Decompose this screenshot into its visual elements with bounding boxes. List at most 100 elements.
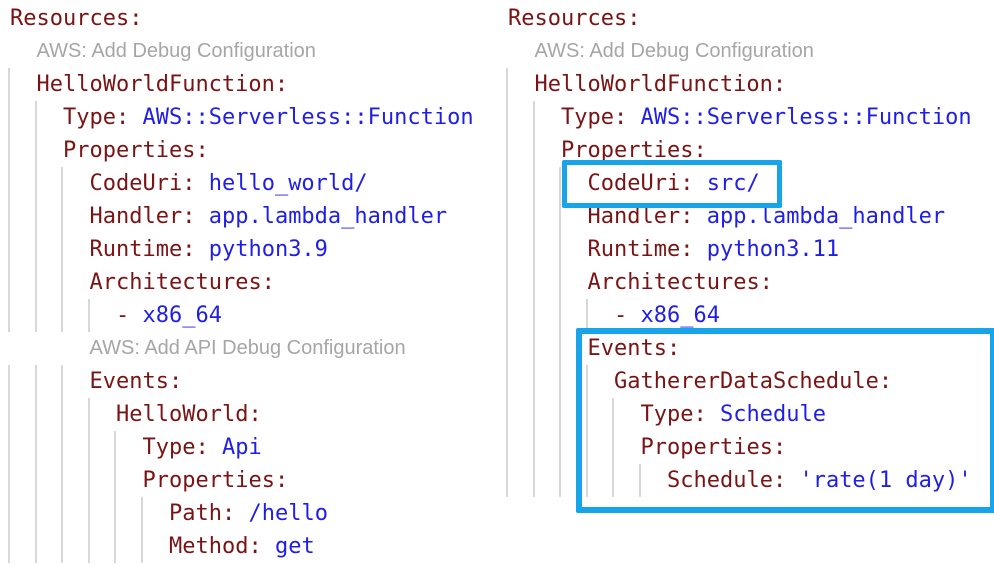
code-line[interactable]: HelloWorld: xyxy=(0,398,498,431)
code-line[interactable]: HelloWorldFunction: xyxy=(0,68,498,101)
indent-guide xyxy=(585,464,588,497)
code-line[interactable]: Type: AWS::Serverless::Function xyxy=(498,101,994,134)
code-line[interactable]: Properties: xyxy=(0,134,498,167)
code-line[interactable]: Architectures: xyxy=(498,266,994,299)
indent-guide xyxy=(34,464,37,497)
codelens-label: AWS: Add Debug Configuration xyxy=(534,40,814,62)
yaml-value: get xyxy=(274,534,315,559)
code-line[interactable]: Schedule: 'rate(1 day)' xyxy=(498,464,994,497)
code-line[interactable]: Handler: app.lambda_handler xyxy=(498,200,994,233)
indent-guide xyxy=(61,464,63,497)
indent-guide xyxy=(114,497,116,530)
yaml-value: AWS::Serverless::Function xyxy=(142,105,474,130)
code-line[interactable]: Resources: xyxy=(0,2,498,35)
indent-guide xyxy=(8,233,10,266)
yaml-key: Handler: xyxy=(89,204,209,229)
indent-guide xyxy=(506,266,508,299)
code-line[interactable]: Method: get xyxy=(0,530,498,563)
code-line[interactable]: Properties: xyxy=(498,134,994,167)
yaml-key: HelloWorldFunction: xyxy=(534,72,787,97)
code-line[interactable]: CodeUri: hello_world/ xyxy=(0,167,498,200)
indent-guide xyxy=(61,431,63,464)
indent-guide xyxy=(8,464,10,497)
indent-guide xyxy=(532,266,535,299)
indent-guide xyxy=(8,530,10,563)
indent-guide xyxy=(34,365,37,398)
indent-guide xyxy=(140,530,143,563)
indent-guide xyxy=(114,464,116,497)
code-line[interactable]: Resources: xyxy=(498,2,994,35)
indent-guide xyxy=(114,530,116,563)
yaml-value: x86_64 xyxy=(640,303,720,328)
indent-guide xyxy=(87,464,90,497)
indent-guide xyxy=(506,431,508,464)
code-line[interactable]: Type: Schedule xyxy=(498,398,994,431)
yaml-value: x86_64 xyxy=(142,303,222,328)
codelens-action[interactable]: AWS: Add Debug Configuration xyxy=(0,35,498,68)
code-line[interactable]: Path: /hello xyxy=(0,497,498,530)
indent-guide xyxy=(506,332,508,365)
indent-guide xyxy=(559,167,561,200)
indent-guide xyxy=(532,299,535,332)
code-line[interactable]: Events: xyxy=(498,332,994,365)
indent-guide xyxy=(61,497,63,530)
indent-guide xyxy=(8,167,10,200)
indent-guide xyxy=(532,200,535,233)
indent-guide xyxy=(114,431,116,464)
code-line[interactable]: Properties: xyxy=(498,431,994,464)
indent-guide xyxy=(559,200,561,233)
yaml-key: Properties: xyxy=(63,138,209,163)
indent-guide xyxy=(506,299,508,332)
indent-guide xyxy=(8,266,10,299)
code-line[interactable]: Events: xyxy=(0,365,498,398)
yaml-key: Events: xyxy=(587,336,681,361)
yaml-key: Runtime: xyxy=(89,237,209,262)
indent-guide xyxy=(585,431,588,464)
indent-guide xyxy=(140,497,143,530)
codelens-action[interactable]: AWS: Add API Debug Configuration xyxy=(0,332,498,365)
codelens-label: AWS: Add API Debug Configuration xyxy=(89,337,406,359)
indent-guide xyxy=(506,398,508,431)
indent-guide xyxy=(532,233,535,266)
yaml-value: app.lambda_handler xyxy=(208,204,448,229)
yaml-key: Resources: xyxy=(508,6,641,31)
indent-guide xyxy=(87,398,90,431)
indent-guide xyxy=(87,497,90,530)
indent-guide xyxy=(506,200,508,233)
yaml-key: Type: xyxy=(63,105,143,130)
indent-guide xyxy=(559,365,561,398)
code-line[interactable]: Type: AWS::Serverless::Function xyxy=(0,101,498,134)
indent-guide xyxy=(559,464,561,497)
indent-guide xyxy=(34,200,37,233)
indent-guide xyxy=(61,266,63,299)
yaml-key: CodeUri: xyxy=(89,171,209,196)
indent-guide xyxy=(34,431,37,464)
indent-guide xyxy=(8,200,10,233)
indent-guide xyxy=(532,398,535,431)
code-line[interactable]: Runtime: python3.11 xyxy=(498,233,994,266)
code-line[interactable]: GathererDataSchedule: xyxy=(498,365,994,398)
code-line[interactable]: Runtime: python3.9 xyxy=(0,233,498,266)
code-line[interactable]: - x86_64 xyxy=(498,299,994,332)
yaml-key: Type: xyxy=(142,435,222,460)
code-line[interactable]: CodeUri: src/ xyxy=(498,167,994,200)
codelens-action[interactable]: AWS: Add Debug Configuration xyxy=(498,35,994,68)
code-line[interactable]: - x86_64 xyxy=(0,299,498,332)
code-line[interactable]: HelloWorldFunction: xyxy=(498,68,994,101)
yaml-key: Architectures: xyxy=(587,270,773,295)
code-line[interactable]: Properties: xyxy=(0,464,498,497)
code-line[interactable]: Handler: app.lambda_handler xyxy=(0,200,498,233)
code-line[interactable]: Architectures: xyxy=(0,266,498,299)
yaml-value: python3.11 xyxy=(706,237,840,262)
indent-guide xyxy=(8,68,10,101)
code-line[interactable]: Type: Api xyxy=(0,431,498,464)
indent-guide xyxy=(8,299,10,332)
yaml-value: src/ xyxy=(706,171,760,196)
indent-guide xyxy=(506,167,508,200)
yaml-key: Method: xyxy=(169,534,275,559)
